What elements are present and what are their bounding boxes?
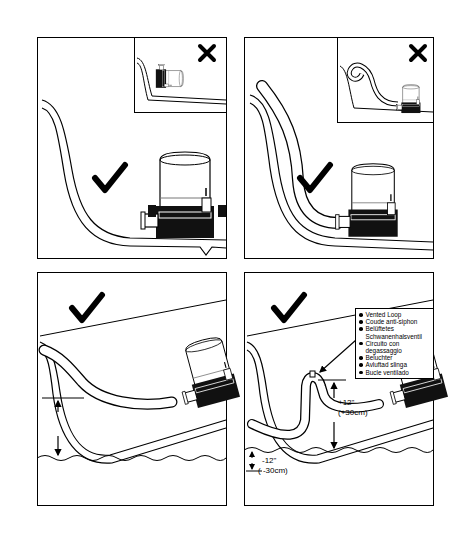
panel-two-drawing	[250, 38, 434, 251]
panel-four-drawing-part	[274, 295, 304, 320]
panel-one-drawing-part	[141, 152, 214, 238]
panel-four-drawing-part	[310, 371, 315, 377]
callout-row: Beluchter	[359, 354, 431, 361]
callout-text: Belüftetes Schwanenhalsventil	[366, 325, 432, 339]
bullet	[359, 371, 363, 375]
panel-two-drawing-part	[411, 46, 425, 60]
panel-two-drawing-part	[262, 86, 338, 223]
panel-frames-part	[38, 38, 227, 259]
bullet	[359, 327, 363, 331]
callout-row: Avluftad slinga	[359, 361, 431, 368]
panel-one-drawing-part	[137, 63, 226, 104]
panel-one-drawing-part	[137, 58, 226, 100]
bullet	[359, 356, 363, 360]
dimension-label: ( -30cm)	[258, 466, 288, 475]
panel-four-drawing-part	[320, 340, 356, 372]
panel-one-drawing-part	[218, 205, 226, 217]
panel-two-drawing-part	[349, 65, 398, 104]
panel-one-drawing-part	[156, 64, 184, 87]
callout-row: Bucle ventilado	[359, 369, 431, 376]
bullet	[359, 342, 363, 346]
panel-one-drawing-part	[135, 38, 227, 113]
panel-one-drawing	[42, 38, 227, 256]
panel-three-drawing-part	[42, 398, 84, 399]
panel-three-drawing-part	[57, 401, 58, 412]
callout-row: Vented Loop	[359, 311, 431, 318]
panel-frames-part	[245, 38, 434, 259]
panel-three-drawing	[37, 295, 240, 463]
panel-four-drawing-part	[252, 452, 253, 458]
panel-four-drawing-part	[244, 448, 433, 453]
panel-two-drawing-part	[338, 38, 434, 123]
panel-two-drawing-part	[396, 85, 420, 113]
panel-three-drawing-part	[44, 350, 172, 404]
callout-row: Circuito con degassaggio	[359, 340, 431, 354]
callout-text: Beluchter	[366, 354, 393, 361]
panel-one-drawing-part	[42, 108, 226, 255]
bullet	[359, 363, 363, 367]
dimension-label: (+30cm)	[338, 408, 368, 417]
panel-two-drawing-part	[262, 86, 338, 223]
dimension-label: -12"	[262, 456, 276, 465]
callout-text: Vented Loop	[366, 311, 402, 318]
callout-text: Coude anti-siphon	[366, 318, 418, 325]
panel-four-drawing	[244, 295, 448, 471]
dimension-label: +12"	[338, 398, 354, 407]
panel-one-drawing-part	[95, 165, 125, 190]
panel-two-drawing-part	[250, 103, 433, 250]
panel-four-drawing-part	[252, 463, 253, 469]
panel-four-drawing-part	[252, 377, 379, 435]
panel-three-drawing-part	[37, 456, 226, 461]
panel-four-drawing-part	[252, 377, 379, 435]
panel-three-drawing-part	[57, 436, 58, 455]
panel-three-drawing-part	[40, 300, 226, 336]
panel-two-drawing-part	[300, 165, 330, 190]
panel-four-drawing-part	[318, 380, 346, 381]
panel-four-drawing-part	[333, 422, 334, 448]
callout-row: Coude anti-siphon	[359, 318, 431, 325]
panel-four-drawing-part	[247, 350, 433, 463]
bullet	[359, 313, 363, 317]
panel-three-drawing-part	[44, 350, 172, 404]
panel-one-drawing-part	[42, 100, 226, 240]
panel-two-drawing-part	[336, 164, 398, 237]
callout-text: Bucle ventilado	[366, 369, 409, 376]
panel-three-drawing-part	[170, 334, 240, 410]
panel-one-drawing-part	[200, 46, 214, 60]
panel-frames	[38, 38, 434, 506]
callout-text: Avluftad slinga	[366, 361, 407, 368]
callout-row: Belüftetes Schwanenhalsventil	[359, 325, 431, 339]
panel-four-drawing-part	[333, 383, 334, 398]
panel-three-drawing-part	[72, 295, 102, 320]
panel-two-drawing-part	[349, 65, 398, 104]
callout-text: Circuito con degassaggio	[366, 340, 432, 354]
panel-one-drawing-part	[148, 205, 156, 217]
bullet	[359, 320, 363, 324]
callout-box: Vented LoopCoude anti-siphonBelüftetes S…	[355, 308, 434, 379]
